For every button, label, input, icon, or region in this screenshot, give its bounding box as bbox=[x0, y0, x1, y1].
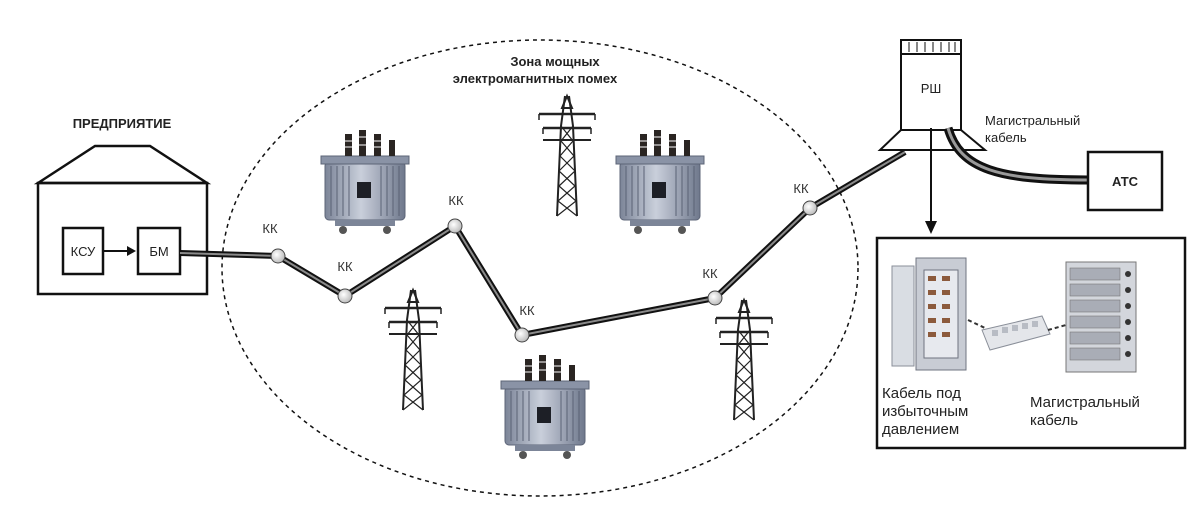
interference-zone-boundary bbox=[221, 39, 859, 497]
cabinet-photo bbox=[891, 257, 967, 371]
kk-label: КК bbox=[519, 303, 535, 318]
power-tower-icon bbox=[714, 298, 774, 422]
bm-label: БМ bbox=[149, 244, 168, 259]
ats-box bbox=[1086, 150, 1164, 212]
inset-right-label-line2: кабель bbox=[1030, 412, 1078, 429]
coupling-node bbox=[802, 200, 818, 216]
coupling-node bbox=[514, 327, 530, 343]
power-tower-icon bbox=[383, 288, 443, 412]
kk-label: КК bbox=[262, 221, 278, 236]
kk-label: КК bbox=[448, 193, 464, 208]
ats-label: АТС bbox=[1112, 174, 1139, 189]
coupling-node bbox=[337, 288, 353, 304]
kk-label: КК bbox=[793, 181, 809, 196]
inset-left-label-line3: давлением bbox=[882, 421, 959, 438]
trunk-cable bbox=[943, 126, 1089, 185]
rsh-label: РШ bbox=[921, 81, 942, 96]
zone-title-line1: Зона мощных bbox=[510, 54, 600, 69]
cable-route bbox=[179, 149, 907, 338]
zone-title-line2: электромагнитных помех bbox=[453, 71, 618, 86]
terminal-block-photo bbox=[967, 315, 1067, 351]
transformer-image bbox=[615, 129, 705, 235]
power-tower-icon bbox=[537, 94, 597, 218]
coupling-node bbox=[707, 290, 723, 306]
coupling-node bbox=[447, 218, 463, 234]
inset-right-label-line1: Магистральный bbox=[1030, 394, 1140, 411]
trunk-cable-label-line1: Магистральный bbox=[985, 113, 1080, 128]
transformer-image bbox=[320, 129, 410, 235]
coupling-node bbox=[270, 248, 286, 264]
transformer-image bbox=[500, 354, 590, 460]
inset-left-label-line1: Кабель под bbox=[882, 385, 961, 402]
ksu-box bbox=[61, 226, 105, 276]
inset-left-label-line2: избыточным bbox=[882, 403, 968, 420]
bm-box bbox=[136, 226, 182, 276]
enterprise-building bbox=[33, 144, 212, 296]
down-arrow bbox=[925, 128, 937, 234]
trunk-cable-label-line2: кабель bbox=[985, 130, 1027, 145]
ksu-label: КСУ bbox=[71, 244, 96, 259]
ksu-to-bm-arrow bbox=[103, 246, 136, 256]
distribution-cabinet bbox=[877, 39, 988, 151]
patch-panel-photo bbox=[1065, 261, 1137, 373]
kk-label: КК bbox=[337, 259, 353, 274]
enterprise-title: ПРЕДПРИЯТИЕ bbox=[73, 116, 172, 131]
kk-label: КК bbox=[702, 266, 718, 281]
